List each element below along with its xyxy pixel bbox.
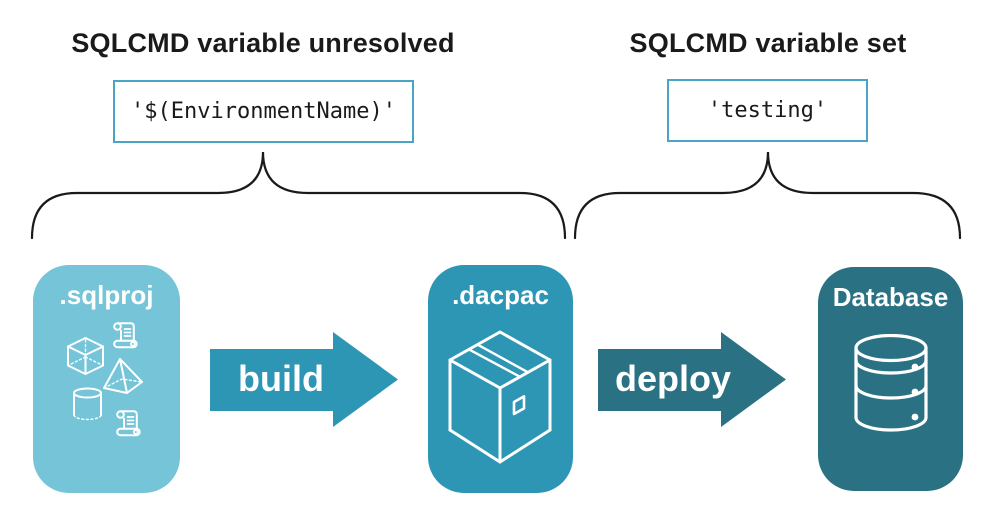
build-arrow-label: build xyxy=(238,358,324,399)
node-sqlproj-label: .sqlproj xyxy=(59,280,154,310)
deploy-arrow: deploy xyxy=(598,331,788,428)
brace-right-icon xyxy=(573,151,962,240)
sqlproj-objects-icons xyxy=(64,322,146,437)
brace-left-icon xyxy=(30,151,567,240)
node-database-label: Database xyxy=(832,282,949,312)
node-database: Database xyxy=(818,267,963,491)
heading-set: SQLCMD variable set xyxy=(629,28,907,58)
heading-unresolved: SQLCMD variable unresolved xyxy=(71,28,455,58)
deploy-arrow-label: deploy xyxy=(614,358,731,399)
node-sqlproj: .sqlproj xyxy=(33,265,180,493)
code-text-set: 'testing' xyxy=(707,98,828,123)
package-box-icon xyxy=(448,330,552,464)
code-box-set: 'testing' xyxy=(667,79,868,142)
script-scroll-icon xyxy=(113,322,138,349)
cylinder-icon xyxy=(74,389,101,420)
cube-icon xyxy=(68,338,103,374)
script-scroll-icon xyxy=(116,410,141,437)
node-dacpac-label: .dacpac xyxy=(452,280,549,310)
code-box-unresolved: '$(EnvironmentName)' xyxy=(113,80,414,143)
arrow-right-icon xyxy=(210,332,398,427)
pyramid-icon xyxy=(104,359,142,393)
arrow-right-icon xyxy=(598,332,786,427)
build-arrow: build xyxy=(210,331,400,428)
database-cylinder-icon xyxy=(854,334,928,432)
code-text-unresolved: '$(EnvironmentName)' xyxy=(131,99,396,124)
